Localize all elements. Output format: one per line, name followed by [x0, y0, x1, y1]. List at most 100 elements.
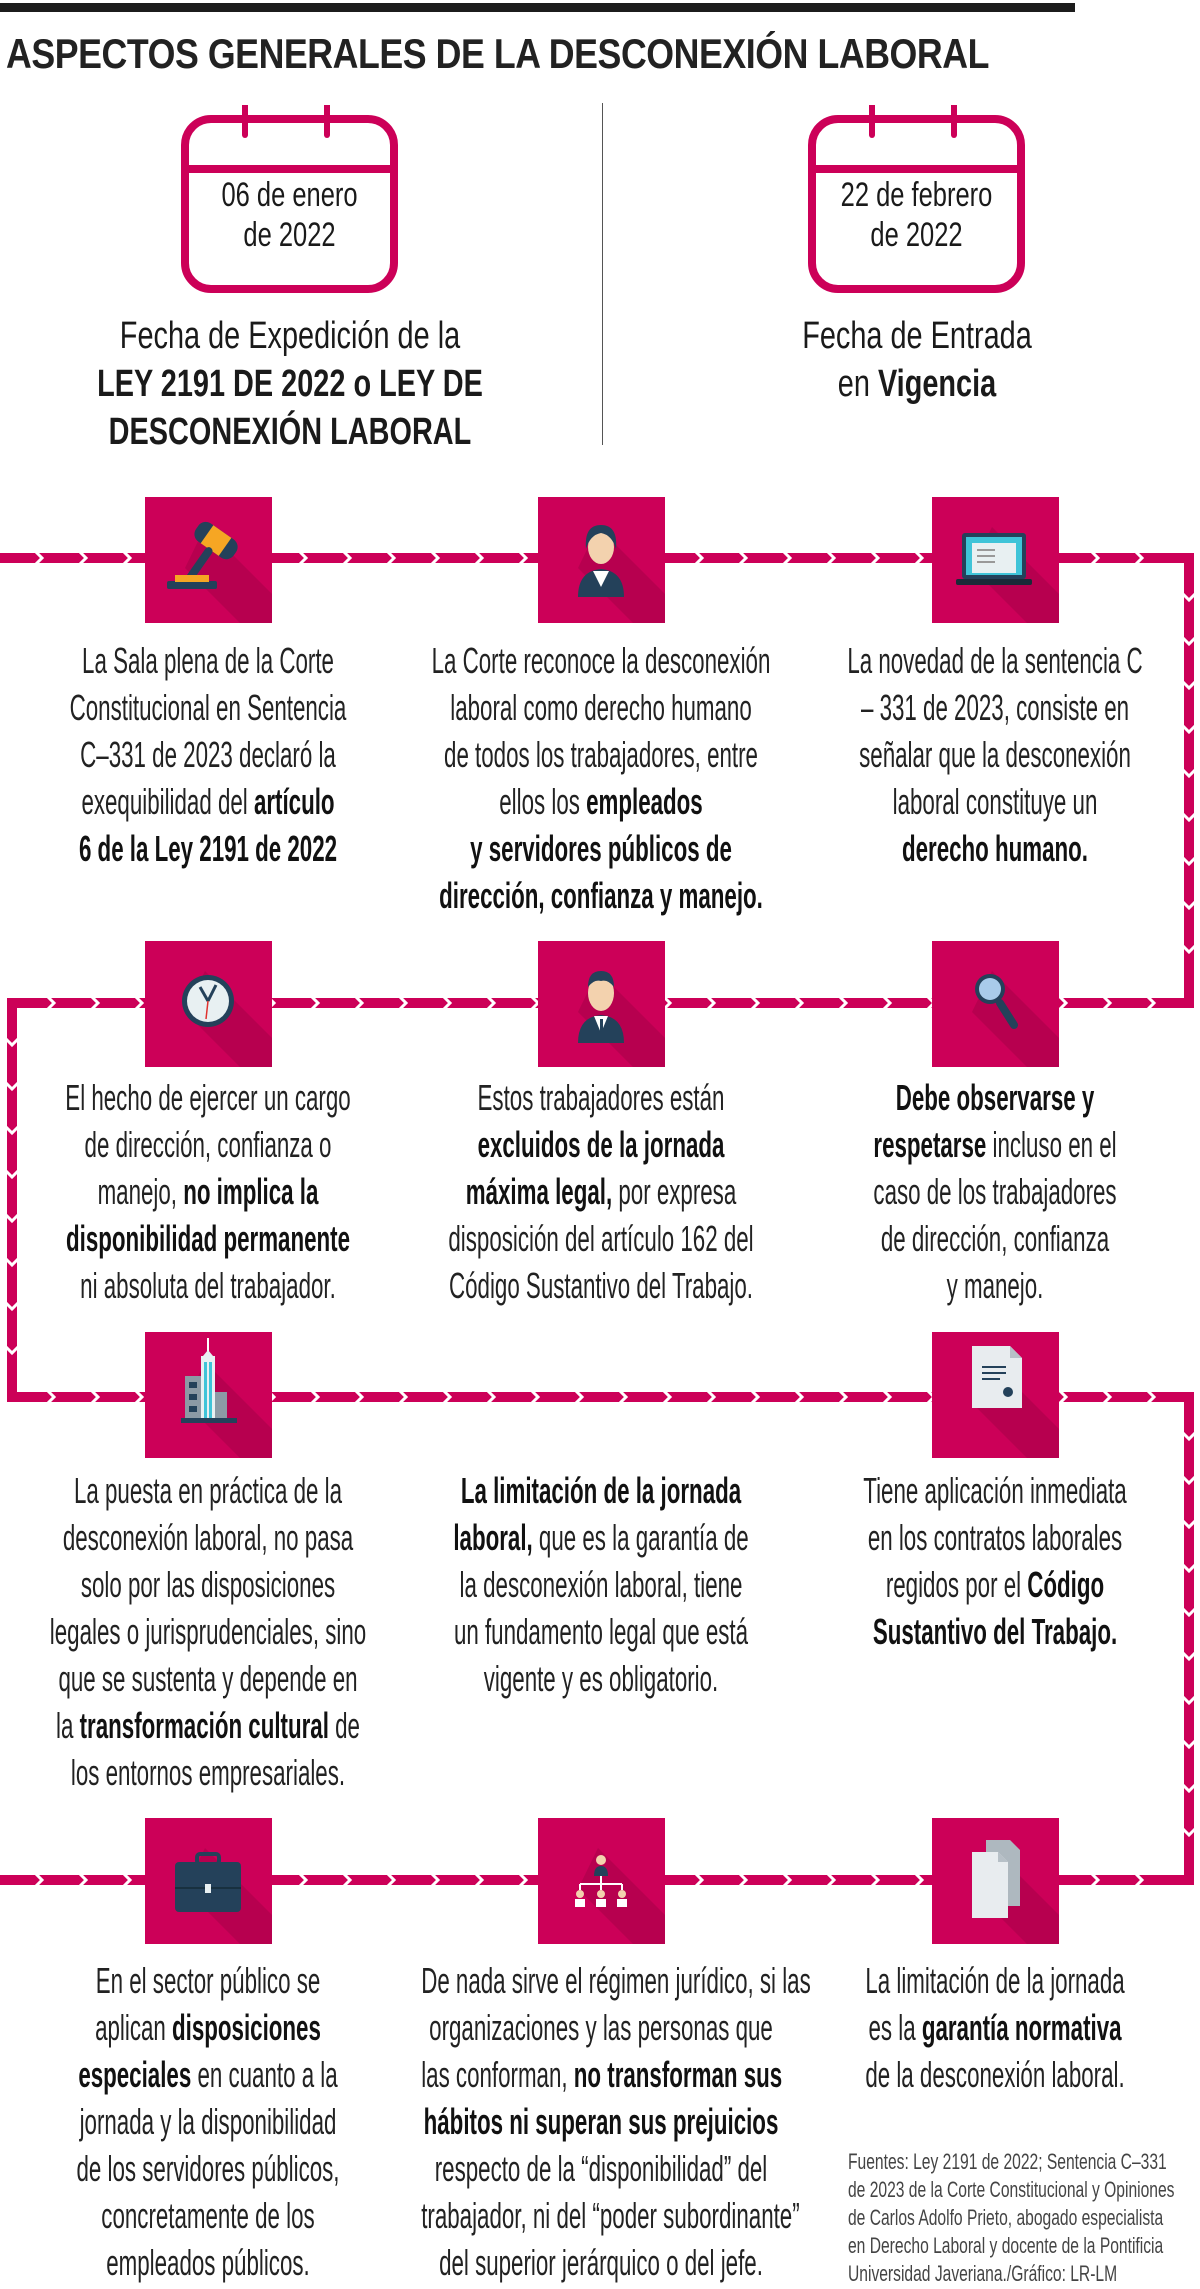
chevron-mark	[1180, 1694, 1198, 1706]
text: – 331 de 2023, consiste en	[860, 687, 1130, 728]
text-line: C–331 de 2023 declaró la	[28, 731, 388, 778]
chevron-mark	[385, 549, 397, 567]
text-line: respetarse incluso en el	[815, 1121, 1175, 1168]
source-line: Fuentes: Ley 2191 de 2022; Sentencia C–3…	[848, 2149, 1167, 2174]
text: manejo,	[97, 1171, 184, 1212]
text-line: jornada y la disponibilidad	[28, 2098, 388, 2145]
text-line: Estos trabajadores están	[421, 1074, 781, 1121]
calendar-icon	[808, 105, 1025, 293]
text-line: trabajador, ni del “poder subordinante”	[421, 2192, 799, 2239]
chevron-mark	[749, 1388, 761, 1406]
item-text: El hecho de ejercer un cargo de dirección…	[28, 1074, 388, 1309]
magnifier-icon	[972, 971, 1059, 1067]
date-line: 06 de enero	[221, 176, 358, 214]
text: de la desconexión laboral.	[865, 2054, 1125, 2095]
gavel-icon	[167, 521, 272, 623]
chevron-mark	[1180, 1826, 1198, 1838]
documents-icon	[972, 1840, 1059, 1944]
text-line: respecto de la “disponibilidad” del	[421, 2145, 781, 2192]
bold-text: derecho humano.	[901, 828, 1089, 869]
chevron-mark	[749, 994, 761, 1012]
chevron-mark	[1180, 811, 1198, 823]
text: En el sector público se	[95, 1960, 321, 2001]
text-line: que se sustenta y depende en	[28, 1655, 388, 1702]
chevron-mark	[529, 1388, 541, 1406]
date-line: 22 de febrero	[840, 176, 993, 214]
chevron-mark	[473, 549, 485, 567]
text-line: regidos por el Código	[815, 1561, 1175, 1608]
org-chart-icon	[575, 1848, 665, 1944]
text: La puesta en práctica de la	[73, 1470, 343, 1511]
chevron-mark	[837, 1388, 849, 1406]
text-line: disponibilidad permanente	[28, 1215, 388, 1262]
text-line: La limitación de la jornada	[815, 1957, 1175, 2004]
text: ellos los	[499, 781, 587, 822]
text: incluso en el	[986, 1124, 1117, 1165]
chevron-mark	[737, 1871, 749, 1889]
text: un fundamento legal que está	[453, 1611, 749, 1652]
chevron-mark	[297, 549, 309, 567]
bold-text: 6 de la Ley 2191 de 2022	[78, 828, 338, 869]
bold-text: y servidores públicos de	[470, 828, 732, 869]
chevron-mark	[1145, 994, 1157, 1012]
text: del superior jerárquico o del jefe.	[439, 2242, 763, 2283]
chevron-mark	[45, 994, 57, 1012]
chevron-mark	[3, 1344, 21, 1356]
chevron-mark	[45, 1388, 57, 1406]
text-line: legales o jurisprudenciales, sino	[28, 1608, 388, 1655]
source-line: Universidad Javeriana./Gráfico: LR-LM	[848, 2261, 1118, 2286]
source-line: de Carlos Adolfo Prieto, abogado especia…	[848, 2205, 1164, 2230]
text-line: La puesta en práctica de la	[28, 1467, 388, 1514]
divider	[602, 103, 603, 445]
bold-text: artículo	[253, 781, 335, 822]
caption-bold-text: LEY 2191 DE 2022 o LEY DE	[97, 363, 483, 405]
chevron-mark	[1089, 1871, 1101, 1889]
text: y manejo.	[946, 1265, 1044, 1306]
chevron-mark	[1101, 1388, 1113, 1406]
bold-text: disposiciones	[172, 2007, 321, 2048]
chevron-mark	[133, 994, 145, 1012]
chevron-mark	[869, 549, 881, 567]
icon-tile	[145, 1332, 272, 1458]
text: de dirección, confianza o	[84, 1124, 332, 1165]
text-line: hábitos ni superan sus prejuicios	[421, 2098, 781, 2145]
chevron-mark	[3, 1036, 21, 1048]
source-line: en Derecho Laboral y docente de la Ponti…	[848, 2233, 1164, 2258]
text: disposición del artículo 162 del	[448, 1218, 754, 1259]
chevron-mark	[33, 1871, 45, 1889]
chevron-mark	[825, 1871, 837, 1889]
chevron-mark	[473, 1871, 485, 1889]
chevron-mark	[429, 549, 441, 567]
caption-text: Fecha de Entrada	[802, 315, 1032, 357]
caption-line: Fecha de Expedición de la	[62, 312, 518, 360]
text-line: Código Sustantivo del Trabajo.	[421, 1262, 781, 1309]
chevron-mark	[297, 1871, 309, 1889]
chevron-mark	[77, 1871, 89, 1889]
top-rule	[0, 3, 1075, 12]
text-line: en los contratos laborales	[815, 1514, 1175, 1561]
text-line: solo por las disposiciones	[28, 1561, 388, 1608]
text-line: La novedad de la sentencia C	[815, 637, 1175, 684]
text: es la	[868, 2007, 922, 2048]
bold-text: no implica la	[183, 1171, 319, 1212]
bold-text: no transforman sus	[573, 2054, 783, 2095]
text-line: excluidos de la jornada	[421, 1121, 781, 1168]
text: El hecho de ejercer un cargo	[65, 1077, 351, 1118]
chevron-mark	[913, 1871, 925, 1889]
text-line: especiales en cuanto a la	[28, 2051, 388, 2098]
text: organizaciones y las personas que	[429, 2007, 773, 2048]
text: señalar que la desconexión	[859, 734, 1131, 775]
chevron-mark	[3, 1212, 21, 1224]
chevron-mark	[1180, 1474, 1198, 1486]
text-line: derecho humano.	[815, 825, 1175, 872]
text-line: exequibilidad del artículo	[28, 778, 388, 825]
text: de dirección, confianza	[880, 1218, 1110, 1259]
bold-text: Debe observarse y	[895, 1077, 1095, 1118]
text-line: vigente y es obligatorio.	[421, 1655, 781, 1702]
chevron-mark	[441, 1388, 453, 1406]
chevron-mark	[573, 1388, 585, 1406]
